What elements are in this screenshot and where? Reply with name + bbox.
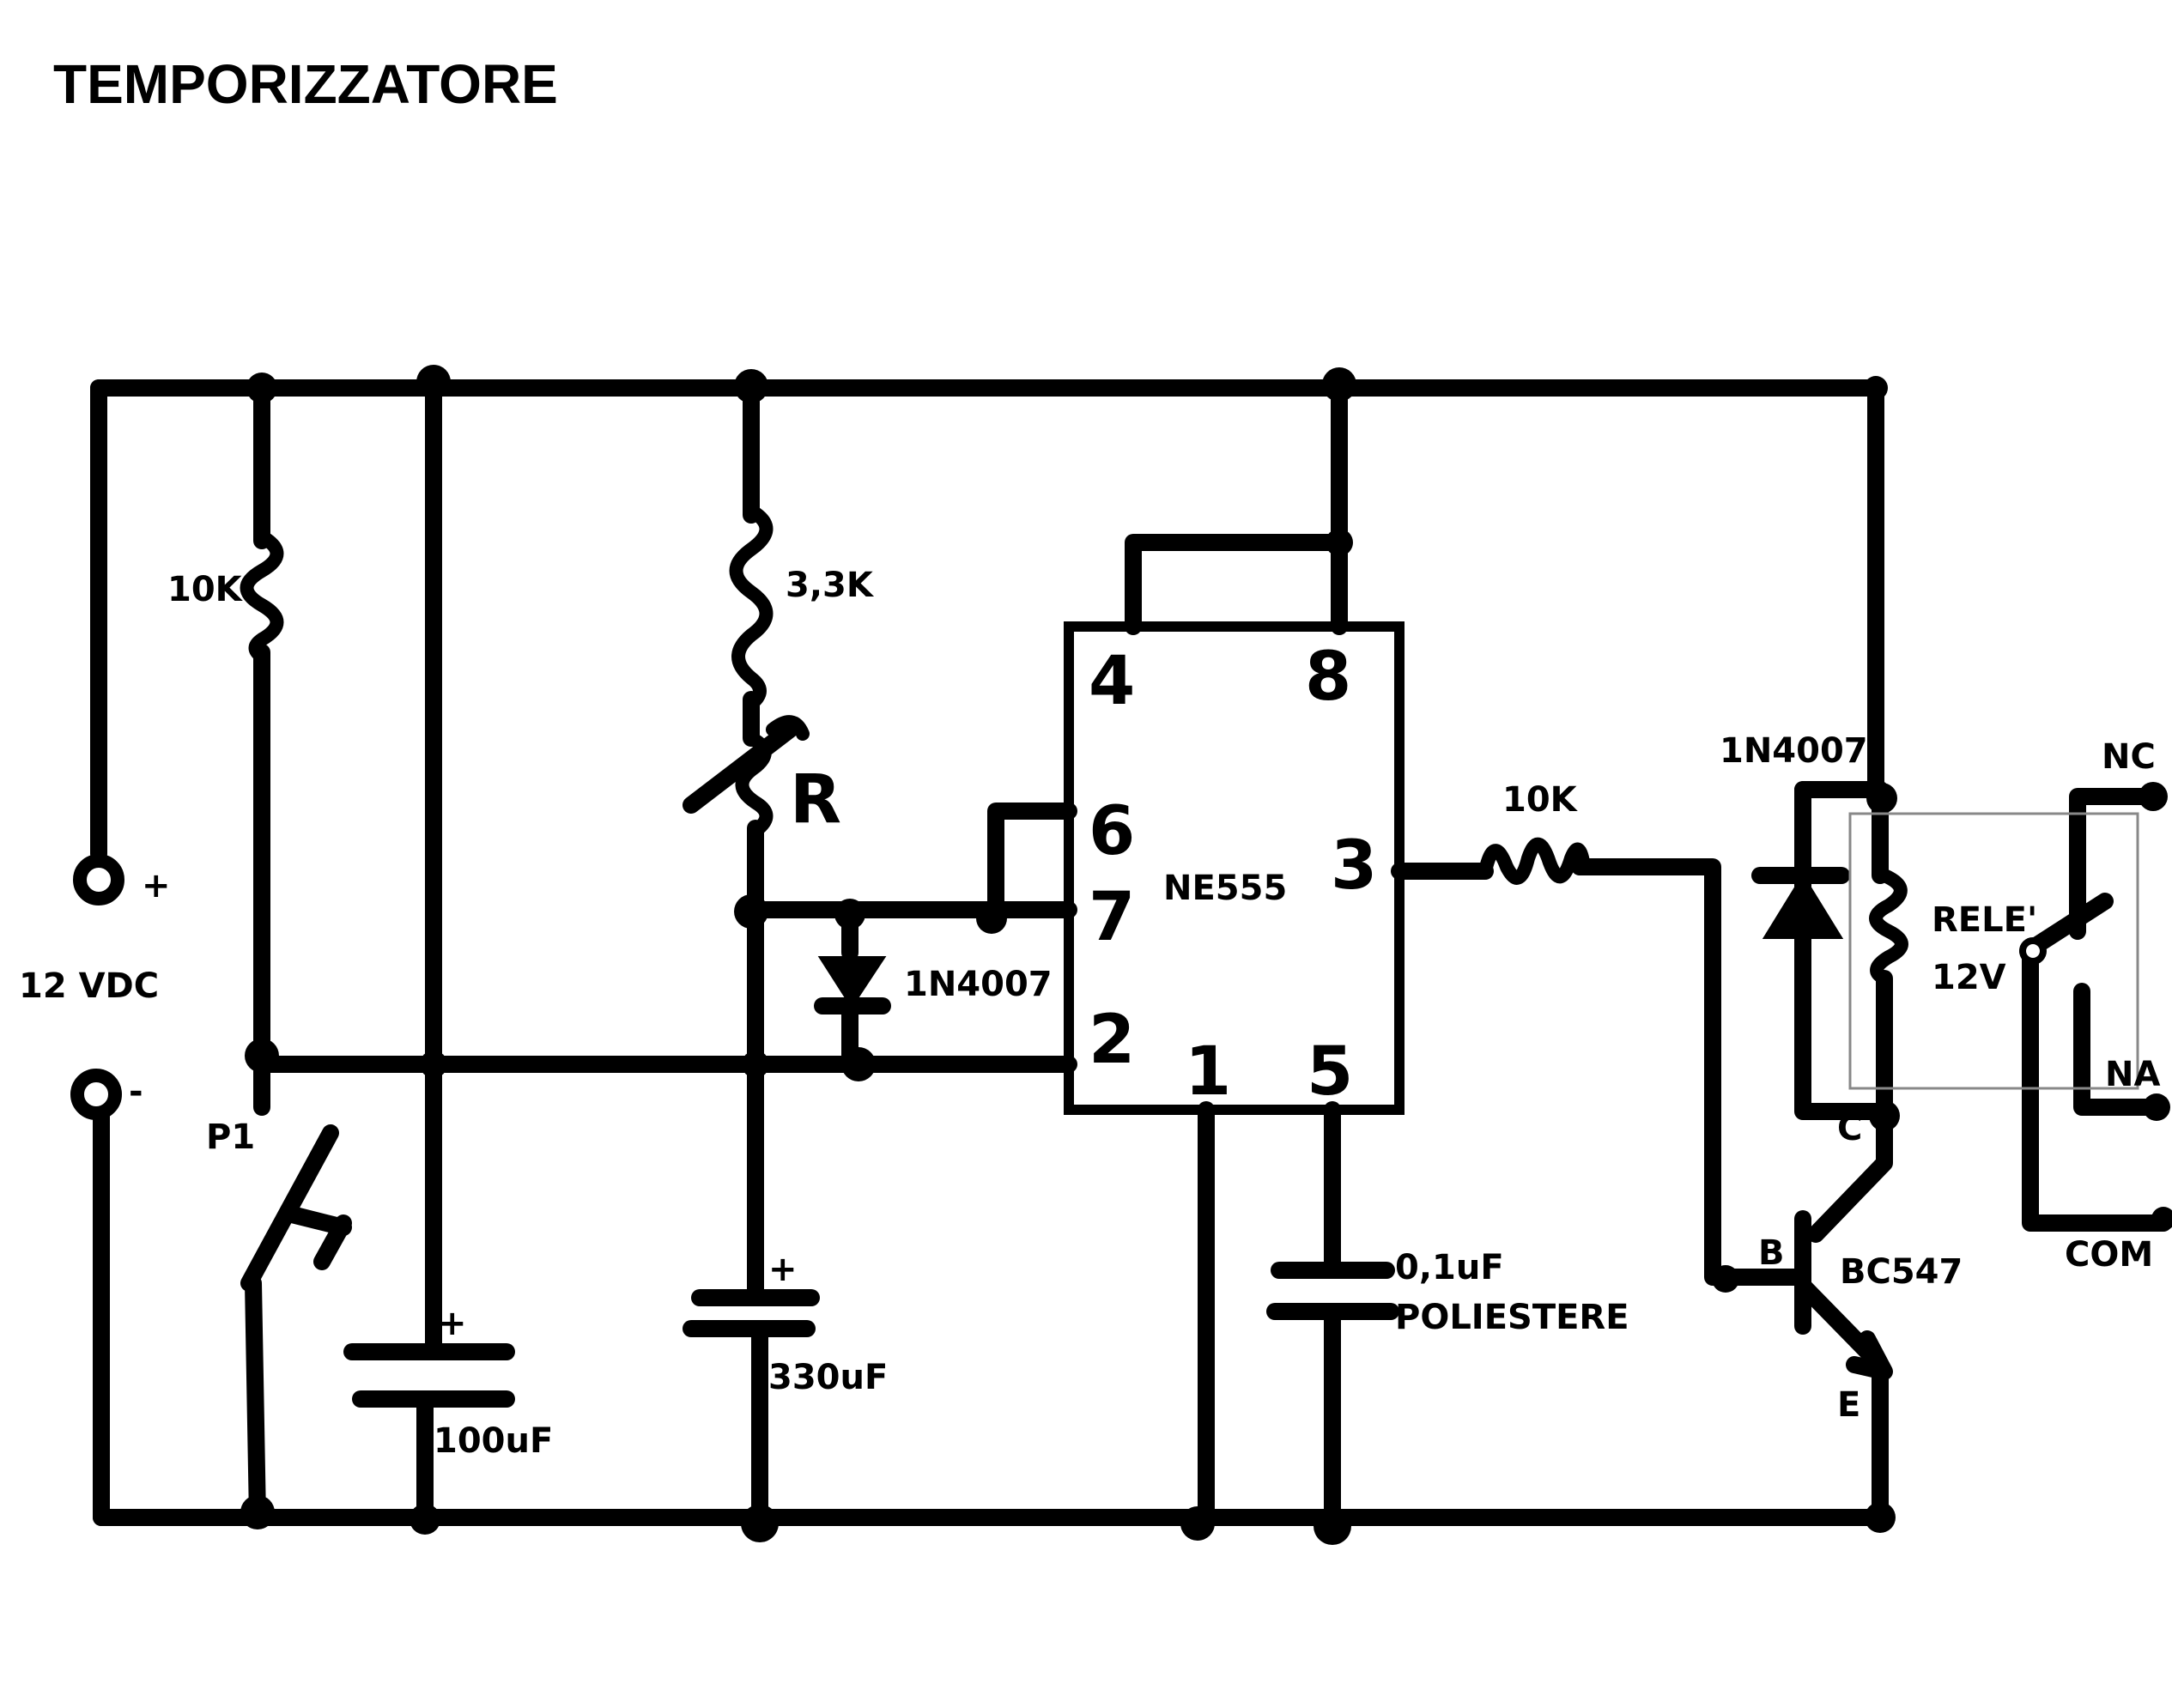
wires [90, 379, 2172, 1526]
timing-resistor-3k3: 3,3K [729, 504, 875, 711]
supply-minus-label: - [129, 1072, 143, 1111]
transistor-pin-b: B [1758, 1233, 1785, 1273]
pushbutton-p1: P1 [206, 1117, 352, 1292]
timing-resistor-label: 3,3K [786, 566, 875, 605]
ne555-pin-7: 7 [1089, 879, 1135, 956]
junction-dot [1326, 529, 1353, 556]
contact-na-label: NA [2105, 1055, 2160, 1094]
capacitor-330uf-label: 330uF [768, 1358, 888, 1397]
junction-dot [246, 372, 277, 403]
schematic-title: TEMPORIZZATORE [53, 53, 558, 115]
timing-diode-label: 1N4007 [904, 965, 1053, 1004]
pushbutton-p1-label: P1 [206, 1117, 255, 1157]
junction-dot [1314, 1507, 1351, 1545]
ne555-pin-4: 4 [1089, 643, 1135, 720]
capacitor-100uf: + 100uF [343, 1304, 553, 1461]
contact-nc-label: NC [2102, 737, 2156, 777]
junction-dot [742, 1051, 769, 1078]
contact-na-terminal [2143, 1093, 2170, 1121]
junction-dot [410, 1504, 440, 1535]
pullup-resistor-label: 10K [167, 570, 244, 609]
junction-dot [976, 903, 1007, 934]
capacitor-0-1uf: 0,1uF POLIESTERE [1266, 1248, 1629, 1337]
pullup-resistor: 10K [167, 530, 284, 663]
supply-terminal-minus: - [70, 1069, 143, 1120]
ne555-pin-8: 8 [1305, 639, 1351, 716]
relay-label: RELE' [1932, 900, 2037, 940]
junction-dot [1180, 1506, 1215, 1541]
transistor-label: BC547 [1840, 1252, 1963, 1292]
ne555-pin-3: 3 [1331, 827, 1377, 905]
junction-dot [1865, 1502, 1896, 1533]
junction-dot [245, 1039, 279, 1073]
relay-contacts: NC NA COM [2019, 737, 2172, 1275]
capacitor-100uf-label: 100uF [434, 1421, 553, 1461]
junction-dot [240, 1495, 275, 1529]
contact-com-terminal [2151, 1207, 2172, 1231]
relay-12v: RELE' 12V [1848, 812, 2139, 1090]
junction-dot [1866, 783, 1897, 814]
junction-dot [1322, 367, 1356, 402]
junction-dot [734, 369, 768, 403]
trimmer-r: R [683, 715, 841, 839]
junctions [240, 365, 1900, 1545]
base-resistor-label: 10K [1502, 780, 1579, 820]
transistor-bc547: C B E BC547 [1758, 1109, 1963, 1425]
timing-diode: 1N4007 [814, 956, 1053, 1015]
contact-com-label: COM [2065, 1235, 2153, 1275]
ne555-pin-1: 1 [1185, 1033, 1231, 1111]
capacitor-330uf: + 330uF [683, 1250, 888, 1397]
junction-dot [1712, 1265, 1739, 1293]
junction-dot [416, 365, 451, 399]
relay-diode-label: 1N4007 [1720, 731, 1868, 771]
junction-dot [741, 1505, 779, 1542]
supply-voltage-label: 12 VDC [19, 966, 159, 1006]
capacitor-0-1uf-label: 0,1uF [1395, 1248, 1504, 1287]
base-resistor: 10K [1478, 780, 1591, 885]
trimmer-label: R [790, 761, 841, 839]
ne555-pin-5: 5 [1307, 1033, 1353, 1111]
relay-voltage-label: 12V [1932, 958, 2006, 997]
capacitor-330uf-polarity: + [768, 1250, 798, 1289]
ne555-pin-2: 2 [1089, 1002, 1135, 1079]
junction-dot [834, 899, 865, 930]
junction-dot [1864, 376, 1888, 400]
supply-terminal-plus: + [73, 854, 171, 905]
relay-diode: 1N4007 [1720, 731, 1868, 939]
junction-dot [841, 1047, 876, 1081]
ne555-pin-6: 6 [1089, 793, 1135, 870]
ne555-ic: NE555 4 8 6 7 3 2 1 5 [1064, 621, 1405, 1115]
junction-dot [734, 894, 768, 929]
transistor-pin-e: E [1837, 1385, 1860, 1425]
contact-pivot [2019, 937, 2047, 965]
junction-dot [420, 1051, 447, 1078]
ne555-label: NE555 [1163, 869, 1287, 908]
contact-nc-terminal [2139, 782, 2168, 811]
supply-plus-label: + [142, 866, 171, 905]
transistor-pin-c: C [1837, 1109, 1862, 1148]
junction-dot [1869, 1100, 1900, 1131]
capacitor-100uf-polarity: + [438, 1304, 467, 1343]
capacitor-0-1uf-type: POLIESTERE [1395, 1298, 1629, 1337]
